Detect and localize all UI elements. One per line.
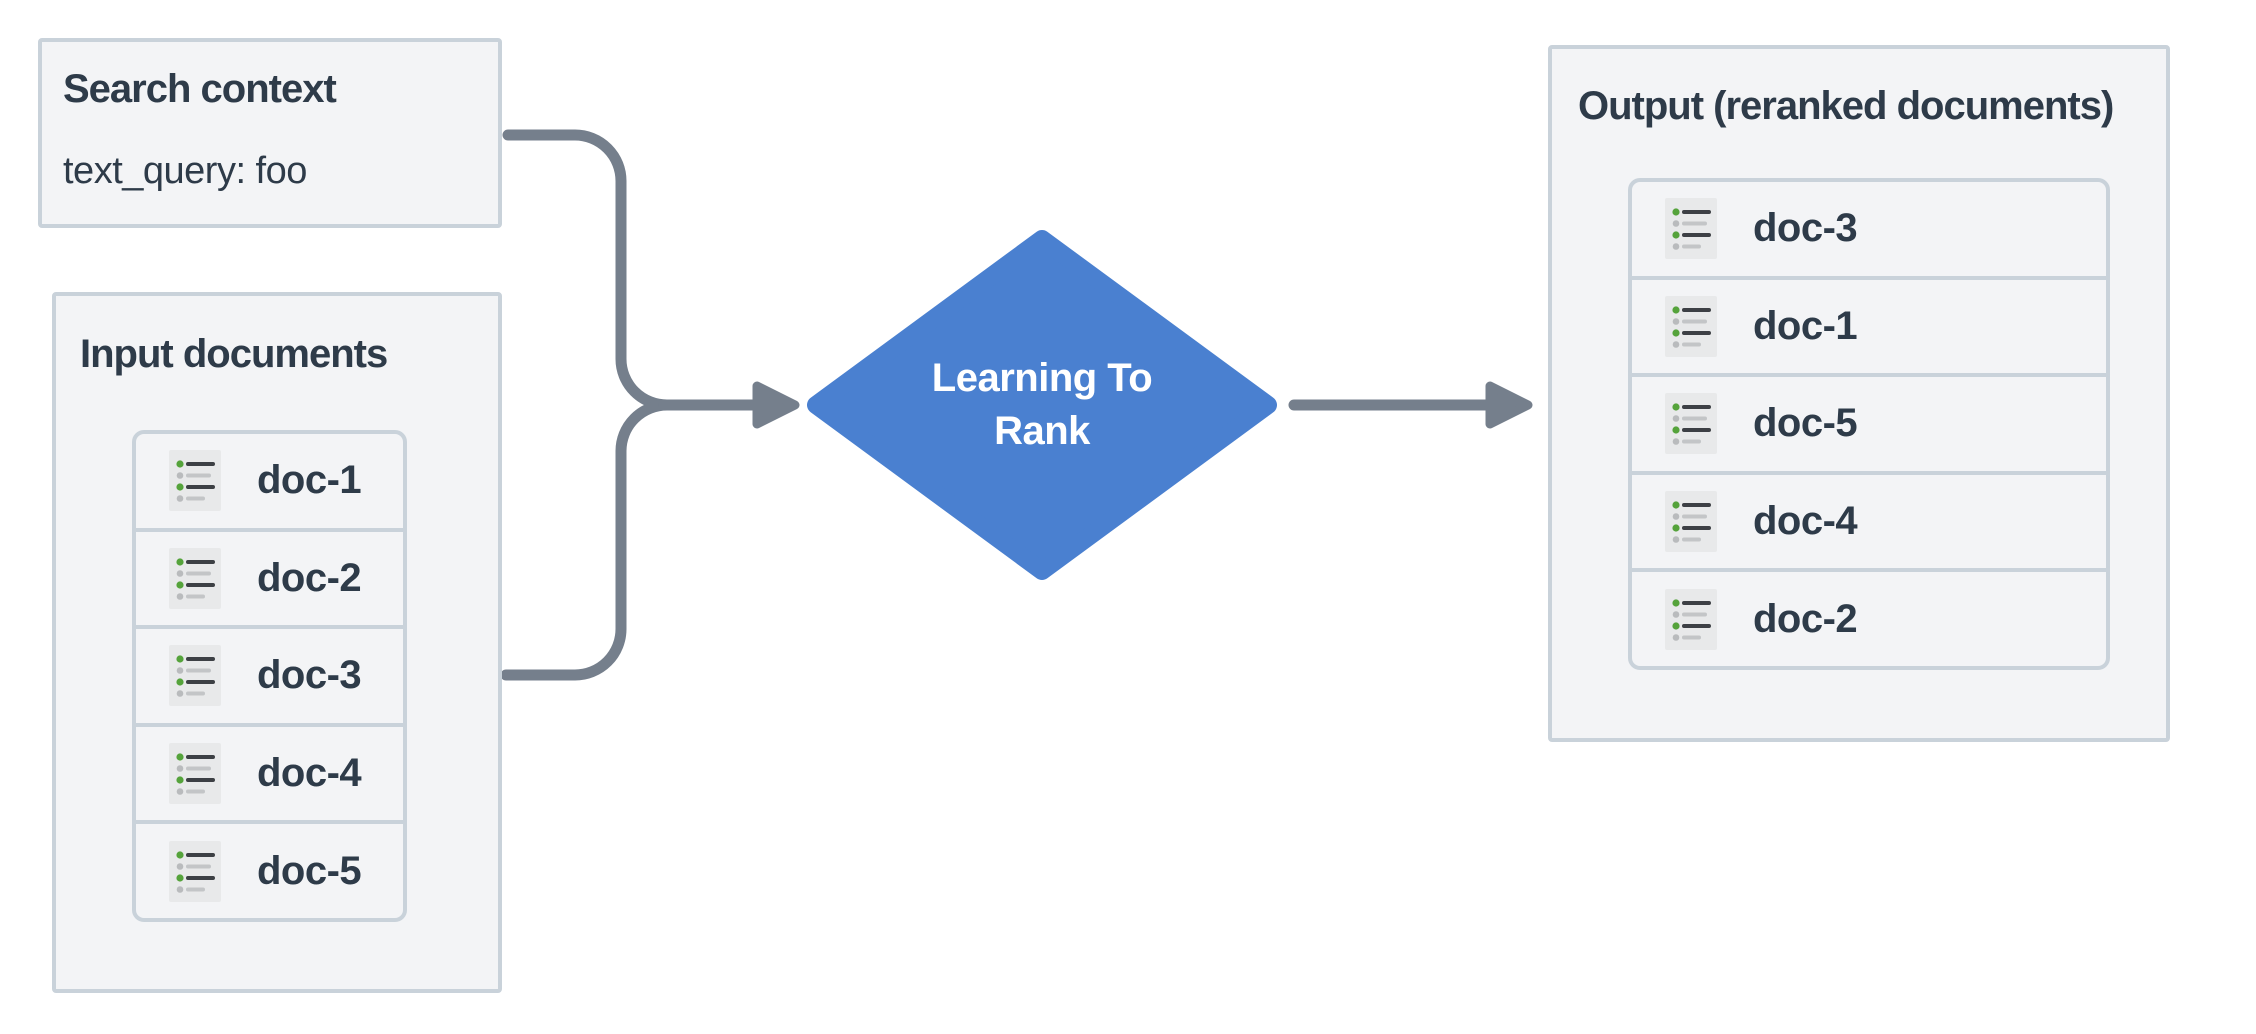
doc-label: doc-1 [1753,303,1858,348]
input-documents-panel: Input documents doc-1 [52,292,502,993]
learning-to-rank-label: Learning To Rank [807,230,1277,580]
arrowhead-into-node [752,381,800,429]
doc-list-icon [169,547,221,609]
doc-label: doc-5 [257,848,362,893]
doc-list-icon [1665,588,1717,650]
ltr-label-line-2: Rank [994,409,1090,453]
doc-list-icon [1665,491,1717,553]
doc-label: doc-3 [257,653,362,698]
connector-input-to-merge [500,399,673,681]
doc-label: doc-4 [1753,499,1858,544]
doc-list-icon [169,840,221,902]
doc-label: doc-2 [1753,596,1858,641]
doc-list-icon [1665,295,1717,357]
diamond-shape-icon [807,230,1277,580]
connector-search-to-merge [502,129,673,411]
doc-list-icon [1665,393,1717,455]
doc-list-item: doc-5 [136,820,403,918]
doc-list-item: doc-2 [1632,568,2106,666]
input-doc-list: doc-1 doc-2 [132,430,407,922]
search-context-title: Search context [63,67,337,111]
doc-label: doc-2 [257,555,362,600]
input-documents-title: Input documents [80,332,388,376]
doc-label: doc-3 [1753,206,1858,251]
doc-list-icon [169,450,221,512]
text-query-value: text_query: foo [63,150,307,192]
search-context-panel: Search context text_query: foo [38,38,502,228]
output-doc-list: doc-3 doc-1 [1628,178,2110,670]
output-documents-title: Output (reranked documents) [1578,84,2114,128]
learning-to-rank-node: Learning To Rank [807,230,1277,580]
doc-label: doc-5 [1753,401,1858,446]
doc-list-item: doc-5 [1632,373,2106,471]
doc-list-icon [169,743,221,805]
doc-list-item: doc-4 [1632,470,2106,569]
doc-label: doc-1 [257,458,362,503]
doc-list-icon [1665,198,1717,260]
doc-list-item: doc-1 [136,434,403,528]
doc-list-item: doc-3 [1632,182,2106,276]
arrowhead-into-output [1485,381,1533,429]
doc-list-item: doc-2 [136,527,403,626]
doc-list-icon [169,645,221,707]
doc-label: doc-4 [257,751,362,796]
doc-list-item: doc-1 [1632,275,2106,374]
doc-list-item: doc-4 [136,722,403,821]
doc-list-item: doc-3 [136,625,403,723]
output-documents-panel: Output (reranked documents) [1548,45,2170,742]
ltr-label-line-1: Learning To [931,356,1153,400]
